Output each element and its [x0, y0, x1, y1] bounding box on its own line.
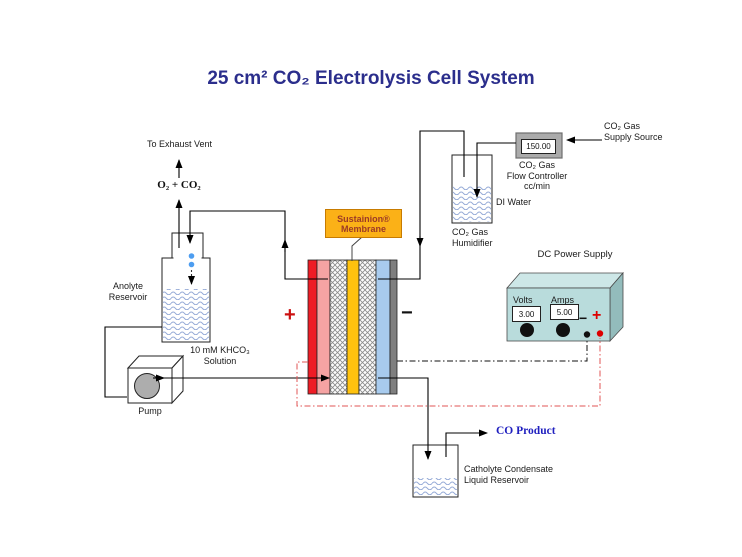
diagram-title: 25 cm² CO₂ Electrolysis Cell System [207, 68, 535, 89]
di-water-label: DI Water [496, 197, 532, 207]
flow-controller-label: CO₂ Gas Flow Controller cc/min [506, 160, 568, 191]
co-product-line [445, 429, 488, 457]
cell-layer-cathode-blue [375, 259, 391, 395]
cell-to-condensate-line [378, 377, 432, 460]
co2-supply-source-label: CO₂ Gas Supply Source [604, 121, 663, 142]
humidifier-label: CO₂ Gas Humidifier [452, 227, 493, 248]
droplet-icon [188, 253, 195, 259]
positive-wire [296, 338, 601, 407]
humidifier-water [453, 186, 491, 222]
co-product-label: CO Product [496, 425, 556, 437]
droplet-icon [188, 261, 195, 268]
condensate-reservoir-label: Catholyte Condensate Liquid Reservoir [464, 464, 554, 485]
condensate-water [414, 478, 457, 496]
cell-cathode-minus-sign: − [401, 302, 413, 324]
pump-label: Pump [138, 406, 162, 416]
dc-power-supply-label: DC Power Supply [537, 249, 613, 260]
flow-controller-display: 150.00 [521, 139, 556, 154]
psu-volts-knob [520, 323, 534, 337]
psu-negative-terminal [583, 331, 591, 338]
volts-label: Volts [513, 295, 533, 305]
negative-wire [397, 339, 588, 362]
psu-positive-terminal [596, 330, 604, 337]
controller-to-humidifier-line [473, 142, 516, 198]
anolyte-water [163, 289, 209, 341]
reservoir-to-pump-line [104, 326, 162, 398]
anolyte-reservoir-neck [171, 232, 204, 260]
humidifier-to-cell-line [378, 130, 465, 280]
cell-layer-anode-red [307, 259, 318, 395]
exhaust-vent-label: To Exhaust Vent [146, 139, 213, 149]
psu-top-face [506, 272, 624, 289]
amps-display: 5.00 [550, 304, 579, 320]
anolyte-reservoir-label: Anolyte Reservoir [108, 281, 148, 302]
amps-label: Amps [551, 295, 575, 305]
cell-layer-flowfield-left [329, 259, 348, 395]
khco3-solution-label: 10 mM KHCO₃ Solution [190, 345, 250, 366]
anode-gas-label: O₂ + CO₂ [157, 179, 201, 191]
psu-minus-sign: − [579, 310, 588, 326]
cell-stack [307, 259, 398, 395]
cell-layer-pink [316, 259, 331, 395]
membrane-callout-line [351, 236, 363, 261]
cell-layer-endplate-gray [389, 259, 398, 395]
anolyte-return-line [186, 210, 328, 280]
cell-layer-flowfield-right [358, 259, 377, 395]
cell-anode-plus-sign: + [284, 304, 296, 326]
psu-plus-sign: + [592, 307, 602, 324]
reservoir-neck-junction [173, 257, 202, 259]
volts-display: 3.00 [512, 306, 541, 322]
membrane-callout-label: Sustainion® Membrane [325, 209, 402, 238]
cell-layer-membrane-yellow [346, 259, 360, 395]
pump-rotor-icon [134, 373, 160, 399]
psu-amps-knob [556, 323, 570, 337]
